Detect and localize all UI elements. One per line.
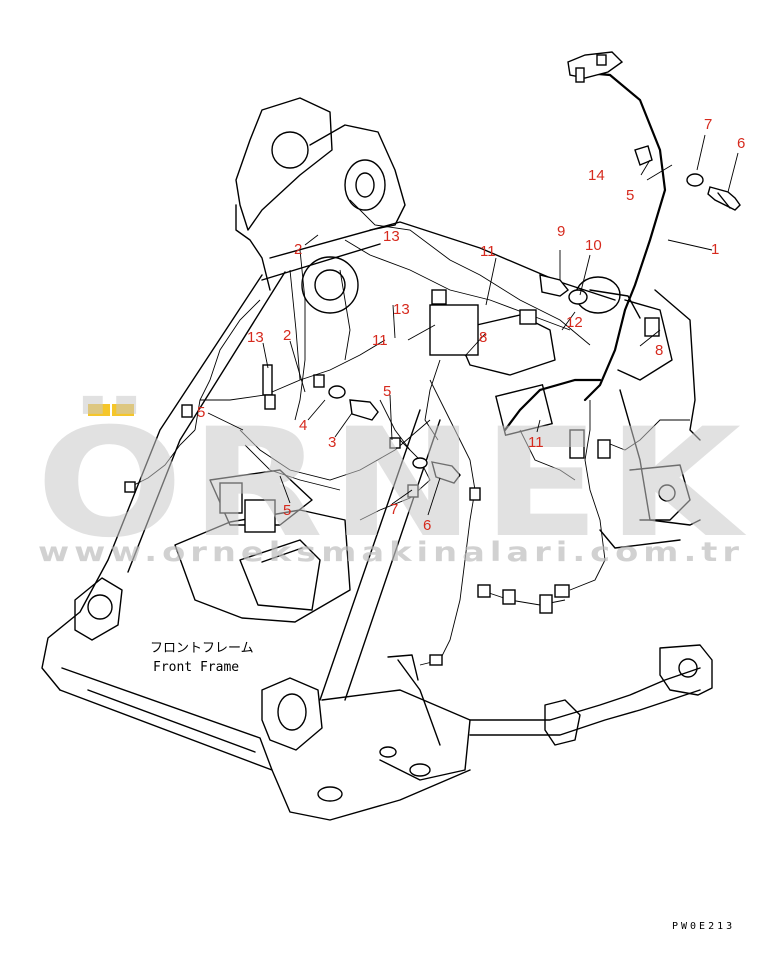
front-frame (41, 97, 713, 821)
callout-9: 9 (557, 223, 565, 240)
callout-12: 12 (566, 314, 583, 331)
callout-10: 10 (585, 237, 602, 254)
callout-5-bracket: 5 (283, 502, 291, 519)
drawing-code: PW0E213 (672, 921, 735, 932)
callout-13-mid: 13 (393, 301, 410, 318)
callout-5-left: 5 (197, 404, 205, 421)
watermark-accent-left (88, 404, 110, 416)
callout-2-mid: 2 (283, 327, 291, 344)
callout-2-upper: 2 (294, 241, 302, 258)
watermark-brand: ÖRNEK (36, 395, 748, 571)
callout-6-lower: 6 (423, 517, 431, 534)
callout-3: 3 (328, 434, 336, 451)
callout-13-top: 13 (383, 228, 400, 245)
callout-8-right: 8 (655, 342, 663, 359)
callout-8-center: 8 (479, 329, 487, 346)
frame-label-japanese: フロントフレーム (150, 641, 254, 656)
callout-7-top: 7 (704, 116, 712, 133)
callout-6-top: 6 (737, 135, 745, 152)
callout-4: 4 (299, 417, 307, 434)
watermark-accent-right (112, 404, 134, 416)
callout-7-lower: 7 (390, 501, 398, 518)
leader-lines (207, 134, 739, 516)
watermark: ÖRNEK www.orneksmakinalari.com.tr (36, 395, 748, 571)
callout-11-top: 11 (480, 243, 496, 260)
callout-5-mid: 5 (383, 383, 391, 400)
hardware (328, 51, 741, 484)
callouts: 1 2 2 3 4 5 5 5 5 6 6 7 7 8 8 9 10 11 11… (197, 116, 745, 534)
frame-label-english: Front Frame (153, 660, 239, 675)
callout-5-top: 5 (626, 187, 634, 204)
callout-1: 1 (711, 241, 719, 258)
watermark-url: www.orneksmakinalari.com.tr (38, 537, 744, 568)
callout-11-left: 11 (372, 332, 388, 349)
callout-11-bottom: 11 (528, 434, 544, 451)
wire-harness (124, 70, 690, 666)
callout-14: 14 (588, 167, 605, 184)
callout-13-left: 13 (247, 329, 264, 346)
